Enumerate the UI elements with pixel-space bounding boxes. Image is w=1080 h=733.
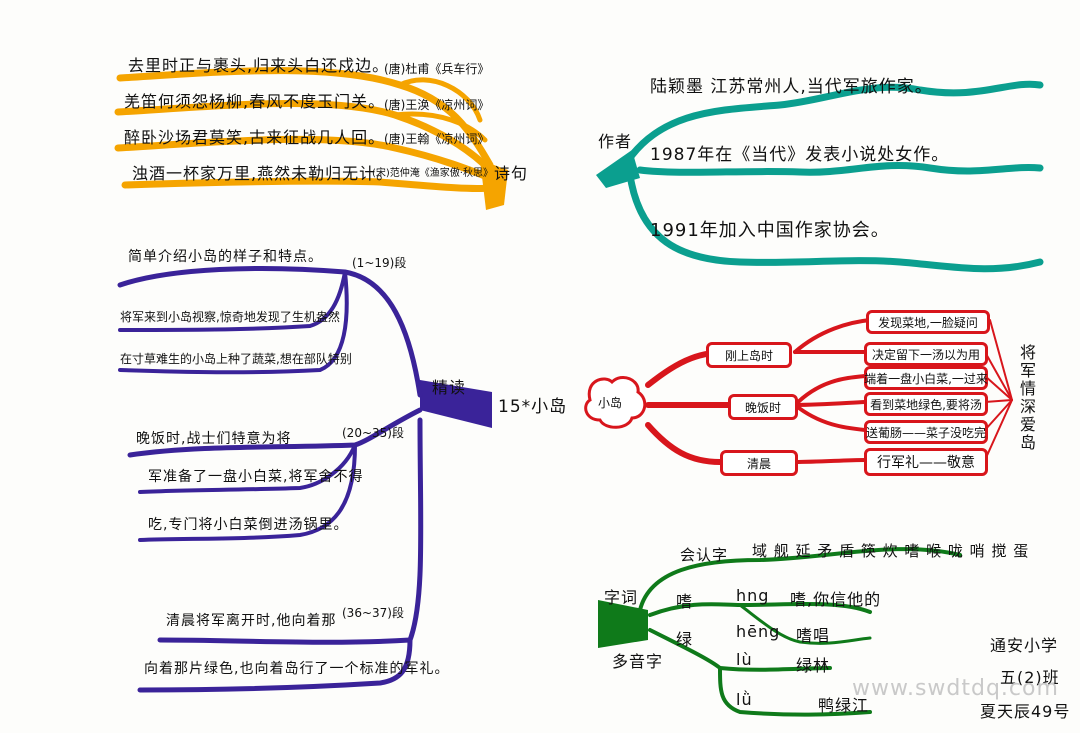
reading-group1-line-2: 将军来到小岛视察,惊奇地发现了生机盎然 xyxy=(120,310,340,324)
watermark: www.swdtdq.com xyxy=(852,676,1059,701)
pinyin-4: lǜ xyxy=(736,690,753,709)
poem-line-2: 羌笛何须怨杨柳,春风不度玉门关。 xyxy=(124,92,386,111)
island-branch xyxy=(645,318,1013,465)
reading-group1-line-3: 在寸草难生的小岛上种了蔬菜,想在部队特别 xyxy=(120,352,352,366)
words-char-2: 绿 xyxy=(676,630,694,649)
words-recognize-chars: 域 舰 延 矛 盾 筷 炊 嗜 喉 咙 哨 搅 蛋 xyxy=(752,542,1030,560)
words-branch-label: 字词 xyxy=(604,588,639,607)
island-conclusion: 将军情深爱岛 xyxy=(1017,344,1036,452)
author-branch xyxy=(621,80,1044,273)
poem-source-3: (唐)王翰《凉州词》 xyxy=(384,132,490,146)
pinyin-2: hēng xyxy=(736,622,781,641)
reading-branch-label: 精读 xyxy=(432,378,467,397)
signature-student: 夏天辰49号 xyxy=(980,702,1071,721)
reading-group3-line-2: 向着那片绿色,也向着岛行了一个标准的军礼。 xyxy=(144,661,450,677)
example-3: 绿林 xyxy=(796,656,831,675)
central-wedge xyxy=(420,380,492,428)
poem-source-1: (唐)杜甫《兵车行》 xyxy=(384,62,490,76)
author-branch-label: 作者 xyxy=(598,132,633,151)
reading-group2-line-1: 晚饭时,战士们特意为将 xyxy=(136,431,292,447)
island-stage-arrival: 刚上岛时 xyxy=(706,342,792,368)
author-wedge xyxy=(596,150,640,188)
example-4: 鸭绿江 xyxy=(818,696,870,715)
reading-group2-range: (20~35)段 xyxy=(342,426,404,440)
example-2: 嗜唱 xyxy=(796,626,831,645)
reading-branch xyxy=(117,265,424,693)
reading-group2-line-3: 吃,专门将小白菜倒进汤锅里。 xyxy=(148,517,349,533)
island-detail-3: 端着一盘小白菜,一过来 xyxy=(864,366,988,390)
island-detail-5: 送葡肠——菜子没吃完 xyxy=(864,420,988,444)
poem-line-1: 去里时正与裹头,归来头白还戍边。 xyxy=(128,56,390,75)
words-char-1: 嗜 xyxy=(676,592,694,611)
island-detail-4: 看到菜地绿色,要将汤 xyxy=(864,392,988,416)
central-node xyxy=(420,380,492,428)
reading-group1-range: (1~19)段 xyxy=(352,256,407,270)
island-stage-morning: 清晨 xyxy=(720,450,798,476)
pinyin-3: lù xyxy=(736,650,753,669)
poem-source-2: (唐)王涣《凉州词》 xyxy=(384,98,490,112)
island-detail-1: 发现菜地,一脸疑问 xyxy=(866,310,990,334)
island-detail-6: 行军礼——敬意 xyxy=(864,448,988,476)
reading-group3-range: (36~37)段 xyxy=(342,606,404,620)
reading-group1-line-1: 简单介绍小岛的样子和特点。 xyxy=(128,249,323,265)
reading-group3-line-1: 清晨将军离开时,他向着那 xyxy=(166,613,337,629)
example-1: 嗜,你信他的 xyxy=(790,590,882,609)
poems-branch xyxy=(114,67,494,193)
signature-school: 通安小学 xyxy=(990,636,1059,655)
island-detail-2: 决定留下一汤以为用 xyxy=(864,342,988,366)
words-sub-label: 多音字 xyxy=(612,652,664,671)
island-stage-dinner: 晚饭时 xyxy=(728,394,798,420)
pinyin-1: hng xyxy=(736,586,770,605)
poems-branch-label: 诗句 xyxy=(494,164,529,183)
words-wedge xyxy=(598,600,648,648)
poem-line-4: 浊酒一杯家万里,燕然未勒归无计。 xyxy=(132,164,394,183)
author-line-2: 1987年在《当代》发表小说处女作。 xyxy=(650,145,950,165)
reading-group2-line-2: 军准备了一盘小白菜,将军舍不得 xyxy=(148,469,364,485)
signature-class: 五(2)班 xyxy=(1000,668,1060,687)
poems-wedge xyxy=(480,160,508,210)
island-cloud xyxy=(584,376,647,429)
poem-line-3: 醉卧沙场君莫笑,古来征战几人回。 xyxy=(124,128,386,147)
poem-source-4: (宋)范仲淹《渔家傲·秋思》 xyxy=(372,168,493,179)
author-line-1: 陆颖墨 江苏常州人,当代军旅作家。 xyxy=(650,77,933,97)
words-branch xyxy=(638,547,962,717)
central-label: 15*小岛 xyxy=(498,397,568,417)
island-branch-label: 小岛 xyxy=(598,396,623,410)
words-recognize-label: 会认字 xyxy=(680,546,729,564)
author-line-3: 1991年加入中国作家协会。 xyxy=(650,220,890,241)
